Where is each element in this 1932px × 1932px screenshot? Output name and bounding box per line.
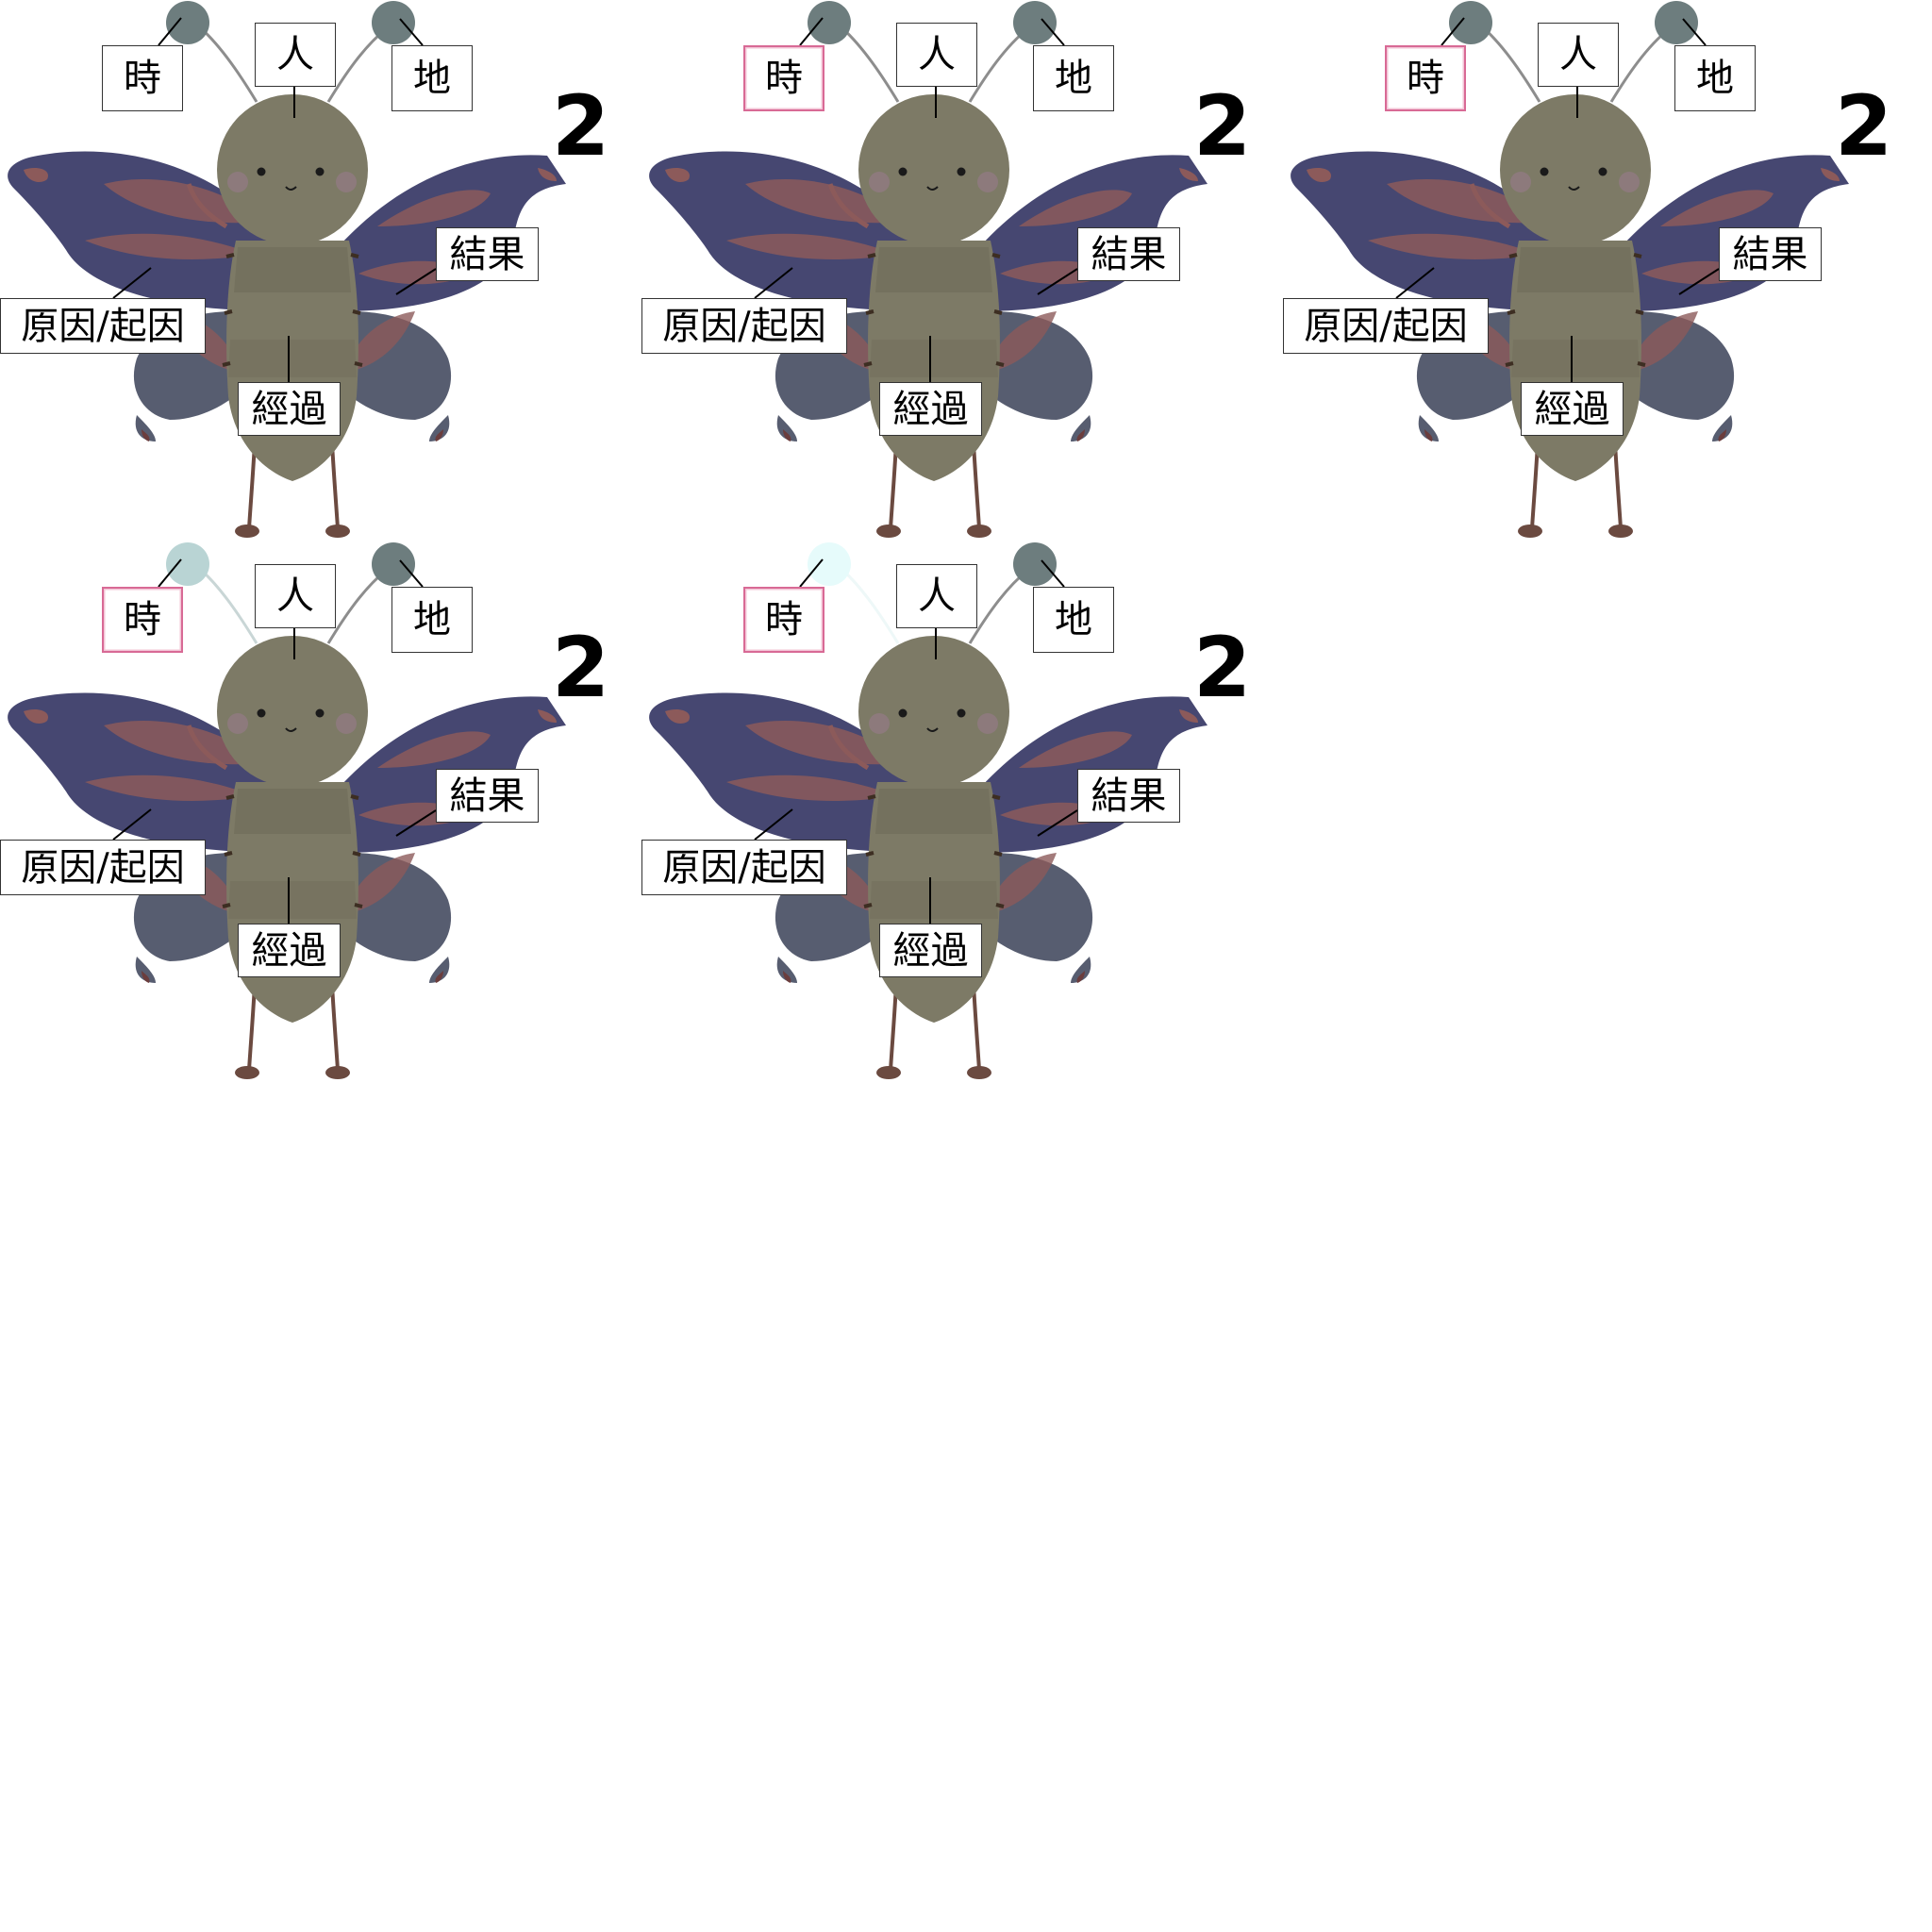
antenna-bulb-right [1013,542,1057,586]
label-process: 經過 [238,382,341,436]
butterfly-body [863,782,1005,1023]
label-process: 經過 [879,924,982,977]
step-number: 2 [1193,77,1252,175]
label-result: 結果 [1077,227,1180,281]
leader-lines [754,558,1078,924]
label-time: 時 [743,587,824,653]
leader-lines [112,558,437,924]
butterfly-diagram-panel-1: 時 人 地 結果 原因/起因 經過 2 [0,0,641,541]
antenna-bulb-right [1655,1,1698,44]
step-number: 2 [552,77,610,175]
leader-lines [1395,17,1720,382]
upper-left-wing [1291,151,1566,311]
butterfly-head [858,94,1009,245]
step-number: 2 [1835,77,1893,175]
antennae [1449,1,1698,103]
step-number: 2 [1193,619,1252,716]
label-result: 結果 [436,227,539,281]
butterfly-diagram-panel-5: 時 人 地 結果 原因/起因 經過 2 [641,541,1283,1083]
upper-left-wing [649,151,924,311]
label-cause: 原因/起因 [641,298,847,354]
label-cause: 原因/起因 [0,298,206,354]
antenna-bulb-left [166,542,209,586]
butterfly-head [217,94,368,245]
label-cause: 原因/起因 [0,840,206,895]
label-person: 人 [1538,23,1619,87]
label-time: 時 [743,45,824,111]
lower-right-wing [981,853,1093,983]
upper-left-wing [649,692,924,853]
label-cause: 原因/起因 [641,840,847,895]
butterfly-diagram-panel-4: 時 人 地 結果 原因/起因 經過 2 [0,541,641,1083]
label-person: 人 [255,564,336,628]
step-number: 2 [552,619,610,716]
antennae [808,1,1057,103]
label-result: 結果 [1077,769,1180,823]
butterfly-diagram-panel-2: 時 人 地 結果 原因/起因 經過 2 [641,0,1283,541]
label-place: 地 [1033,587,1114,653]
label-result: 結果 [436,769,539,823]
label-person: 人 [255,23,336,87]
butterfly-head [858,636,1009,787]
leader-lines [754,17,1078,382]
butterfly-head [217,636,368,787]
label-time: 時 [1385,45,1466,111]
antenna-bulb-left [1449,1,1492,44]
label-person: 人 [896,23,977,87]
antenna-bulb-right [372,1,415,44]
label-person: 人 [896,564,977,628]
lower-right-wing [340,853,452,983]
leader-lines [112,17,437,382]
antenna-bulb-right [372,542,415,586]
butterfly-illustration [8,1,566,538]
upper-left-wing [8,151,284,311]
butterfly-head [1500,94,1651,245]
label-process: 經過 [879,382,982,436]
antennae [808,542,1057,644]
lower-right-wing [340,311,452,441]
label-time: 時 [102,587,183,653]
label-time: 時 [102,45,183,111]
butterfly-body [1505,241,1646,481]
antennae [166,1,415,103]
upper-left-wing [8,692,284,853]
label-place: 地 [1033,45,1114,111]
antenna-bulb-left [166,1,209,44]
label-process: 經過 [1521,382,1624,436]
label-place: 地 [391,45,473,111]
lower-right-wing [981,311,1093,441]
lower-right-wing [1623,311,1735,441]
antenna-bulb-right [1013,1,1057,44]
antenna-bulb-left [808,542,851,586]
label-cause: 原因/起因 [1283,298,1489,354]
antennae [166,542,415,644]
label-result: 結果 [1719,227,1822,281]
antenna-bulb-left [808,1,851,44]
label-place: 地 [391,587,473,653]
label-process: 經過 [238,924,341,977]
butterfly-diagram-panel-3: 時 人 地 結果 原因/起因 經過 2 [1283,0,1924,541]
label-place: 地 [1674,45,1756,111]
butterfly-body [222,241,363,481]
butterfly-body [863,241,1005,481]
butterfly-body [222,782,363,1023]
